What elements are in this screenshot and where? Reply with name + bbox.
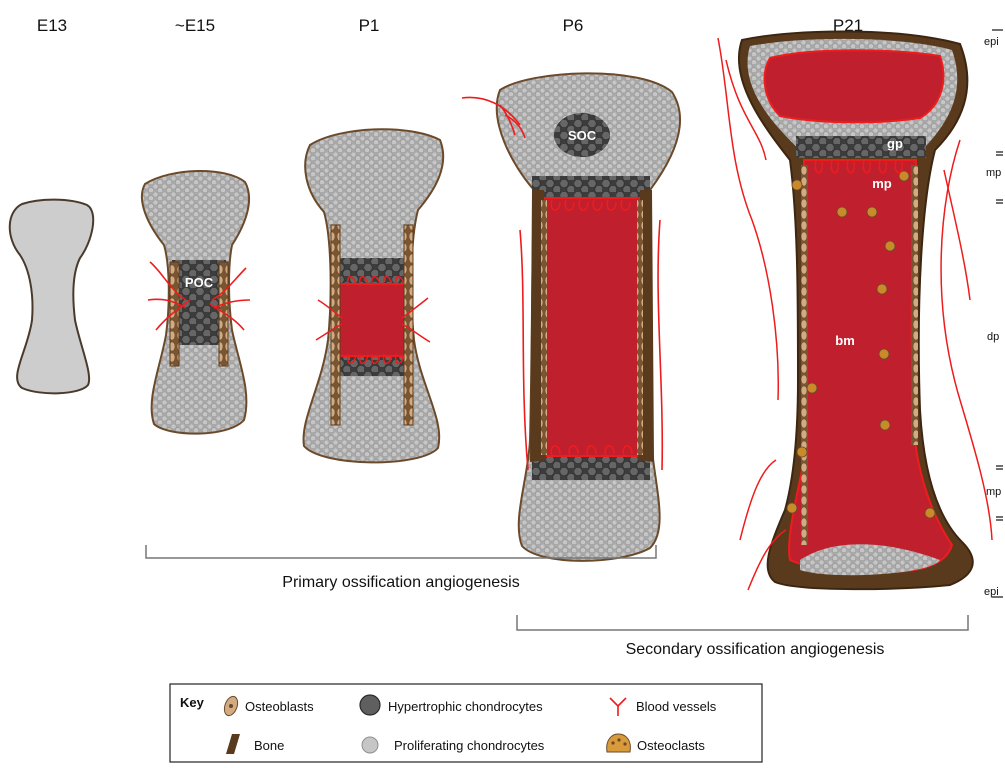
bone-e15: POC [142, 171, 250, 434]
secondary-range-bracket [517, 615, 968, 630]
bone-p6: SOC [462, 73, 680, 561]
hypertrophic-chondrocyte-icon [360, 695, 380, 715]
side-zone-markers [992, 30, 1003, 597]
key-label-blood-vessels: Blood vessels [636, 699, 717, 714]
bone-p1 [304, 129, 444, 462]
stage-label-e13: E13 [37, 16, 67, 35]
soc-label: SOC [568, 128, 597, 143]
osteoblast-layer-left [801, 165, 808, 545]
side-label-mp-bottom: mp [986, 486, 1001, 498]
side-label-dp: dp [987, 331, 999, 343]
gp-label: gp [887, 136, 903, 151]
mp-label: mp [872, 176, 892, 191]
poc-label: POC [185, 275, 214, 290]
growth-plate [796, 136, 926, 158]
bone-e13 [10, 200, 93, 394]
stage-label-e15: ~E15 [175, 16, 215, 35]
marrow-cavity [544, 198, 640, 456]
key-label-osteoclasts: Osteoclasts [637, 738, 705, 753]
marrow-cavity [336, 284, 408, 356]
hypertrophic-zone [172, 260, 226, 345]
osteoblast-layer-right [637, 200, 643, 455]
key-label-proliferating-chondrocytes: Proliferating chondrocytes [394, 738, 545, 753]
proliferating-chondrocyte-icon [362, 737, 378, 753]
key-title: Key [180, 695, 205, 710]
epiphyseal-marrow [765, 50, 944, 122]
hypertrophic-zone-bottom [532, 456, 650, 480]
key-label-hypertrophic-chondrocytes: Hypertrophic chondrocytes [388, 699, 543, 714]
bone-p21: gp mp bm [718, 31, 992, 590]
secondary-range-label: Secondary ossification angiogenesis [626, 641, 885, 658]
osteoblast-layer-right [911, 165, 918, 445]
key-box: Key Osteoblasts Hypertrophic chondrocyte… [170, 684, 762, 762]
hypertrophic-zone-top [532, 176, 650, 198]
side-label-mp-top: mp [986, 167, 1001, 179]
key-label-osteoblasts: Osteoblasts [245, 699, 314, 714]
stage-label-p6: P6 [563, 16, 584, 35]
bm-label: bm [835, 333, 855, 348]
primary-range-label: Primary ossification angiogenesis [282, 574, 519, 591]
osteoblast-layer-left [541, 200, 547, 455]
side-label-epi-bottom: epi [984, 586, 999, 598]
side-label-epi-top: epi [984, 36, 999, 48]
stage-label-p1: P1 [359, 16, 380, 35]
key-label-bone: Bone [254, 738, 284, 753]
